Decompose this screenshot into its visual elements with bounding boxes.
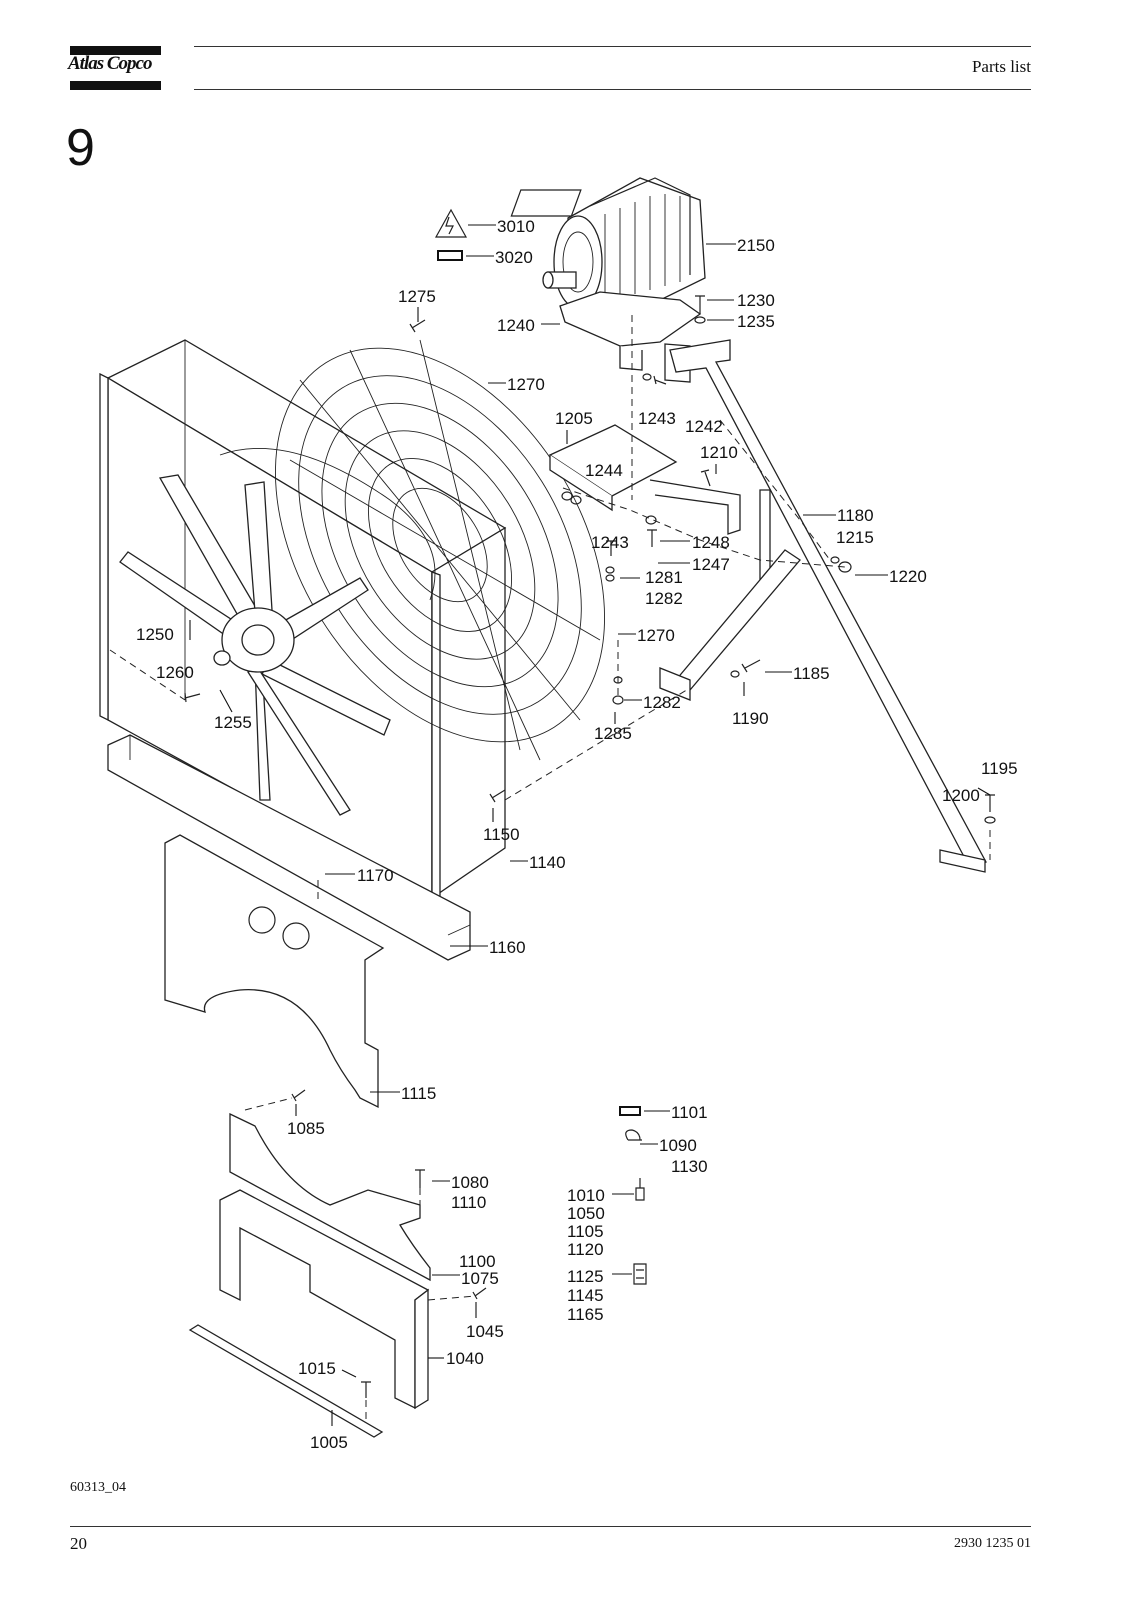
callout-3020: 3020 <box>495 248 533 267</box>
washer-1235 <box>694 316 706 324</box>
callout-1230: 1230 <box>737 291 775 310</box>
cover-plate-1115 <box>164 834 385 1109</box>
bolt-1275 <box>409 319 426 333</box>
header-title: Parts list <box>971 57 1031 76</box>
callout-1145: 1145 <box>567 1286 604 1305</box>
callout-1200: 1200 <box>942 786 980 805</box>
callout-1185: 1185 <box>793 664 830 683</box>
callout-3010: 3010 <box>497 217 535 236</box>
callout-1244: 1244 <box>585 461 623 480</box>
side-panel-1040 <box>219 1189 430 1410</box>
footer-rule <box>70 1526 1031 1527</box>
callout-1105: 1105 <box>567 1222 604 1241</box>
callout-1260: 1260 <box>156 663 194 682</box>
callout-1085: 1085 <box>287 1119 325 1138</box>
bolt-1230 <box>695 295 705 314</box>
callout-1160: 1160 <box>489 938 526 957</box>
callout-1282-top: 1282 <box>645 589 683 608</box>
callout-2150: 2150 <box>737 236 775 255</box>
page-number: 20 <box>70 1534 87 1553</box>
support-stand <box>659 339 987 873</box>
callout-1150: 1150 <box>483 825 520 844</box>
motor-bracket <box>559 291 702 383</box>
logo-bar-bottom <box>70 81 161 90</box>
callout-1075: 1075 <box>461 1269 499 1288</box>
support-bracket <box>548 424 741 535</box>
callout-1010: 1010 <box>567 1186 605 1205</box>
callout-1101: 1101 <box>671 1103 708 1122</box>
assembly-dashed-lines <box>109 315 991 1420</box>
callout-1243-top: 1243 <box>638 409 676 428</box>
callout-1220: 1220 <box>889 567 927 586</box>
bottom-fasteners <box>291 1089 487 1398</box>
document-number: 2930 1235 01 <box>954 1536 1031 1551</box>
label-plate-icon <box>437 250 463 261</box>
callout-1005: 1005 <box>310 1433 348 1452</box>
callout-1130: 1130 <box>671 1157 708 1176</box>
callout-1110: 1110 <box>451 1193 486 1212</box>
callout-1045: 1045 <box>466 1322 504 1341</box>
callout-1281: 1281 <box>645 568 683 587</box>
callout-1190: 1190 <box>732 709 769 728</box>
callout-1270-top: 1270 <box>507 375 545 394</box>
callout-1120: 1120 <box>567 1240 604 1259</box>
callout-1243-mid: 1243 <box>591 533 629 552</box>
connector-1125 <box>633 1263 647 1285</box>
callout-1242: 1242 <box>685 417 723 436</box>
callout-1247: 1247 <box>692 555 730 574</box>
cover-plate-1075 <box>229 1112 431 1282</box>
callout-1285: 1285 <box>594 724 632 743</box>
warning-triangle-icon <box>434 208 468 238</box>
callout-1275: 1275 <box>398 287 436 306</box>
callout-1100: 1100 <box>459 1252 496 1271</box>
callout-1270-mid: 1270 <box>637 626 675 645</box>
callout-1170: 1170 <box>357 866 394 885</box>
callout-1210: 1210 <box>700 443 738 462</box>
callout-1282-mid: 1282 <box>643 693 681 712</box>
atlas-copco-logo: Atlas Copco <box>68 53 152 74</box>
callout-1250: 1250 <box>136 625 174 644</box>
callout-1080: 1080 <box>451 1173 489 1192</box>
callout-1215: 1215 <box>836 528 874 547</box>
callout-1050: 1050 <box>567 1204 605 1223</box>
figure-id: 60313_04 <box>70 1480 126 1495</box>
callout-1180: 1180 <box>837 506 874 525</box>
callout-1090: 1090 <box>659 1136 697 1155</box>
mounting-strip-1005 <box>188 1324 384 1438</box>
callout-1115: 1115 <box>401 1084 436 1103</box>
callout-1140: 1140 <box>529 853 566 872</box>
header-rule-bottom <box>194 89 1031 90</box>
fan-blade-assembly <box>119 474 391 816</box>
callout-1255: 1255 <box>214 713 252 732</box>
callout-1248: 1248 <box>692 533 730 552</box>
callout-1240: 1240 <box>497 316 535 335</box>
callout-1165: 1165 <box>567 1305 604 1324</box>
clip-1101 <box>619 1106 641 1116</box>
callout-1125: 1125 <box>567 1267 604 1286</box>
callout-1015: 1015 <box>298 1359 336 1378</box>
leader-lines <box>189 224 991 1426</box>
callout-1205: 1205 <box>555 409 593 428</box>
logo-bar-top <box>70 46 161 55</box>
connector-1010 <box>635 1178 645 1201</box>
callout-1235: 1235 <box>737 312 775 331</box>
callout-1195: 1195 <box>981 759 1018 778</box>
clamp-1090 <box>625 1129 642 1141</box>
bottom-channel <box>107 734 471 961</box>
fasteners <box>184 373 996 874</box>
section-number: 9 <box>66 119 95 177</box>
callout-1040: 1040 <box>446 1349 484 1368</box>
electric-motor <box>510 177 706 313</box>
header-rule-top <box>194 46 1031 47</box>
